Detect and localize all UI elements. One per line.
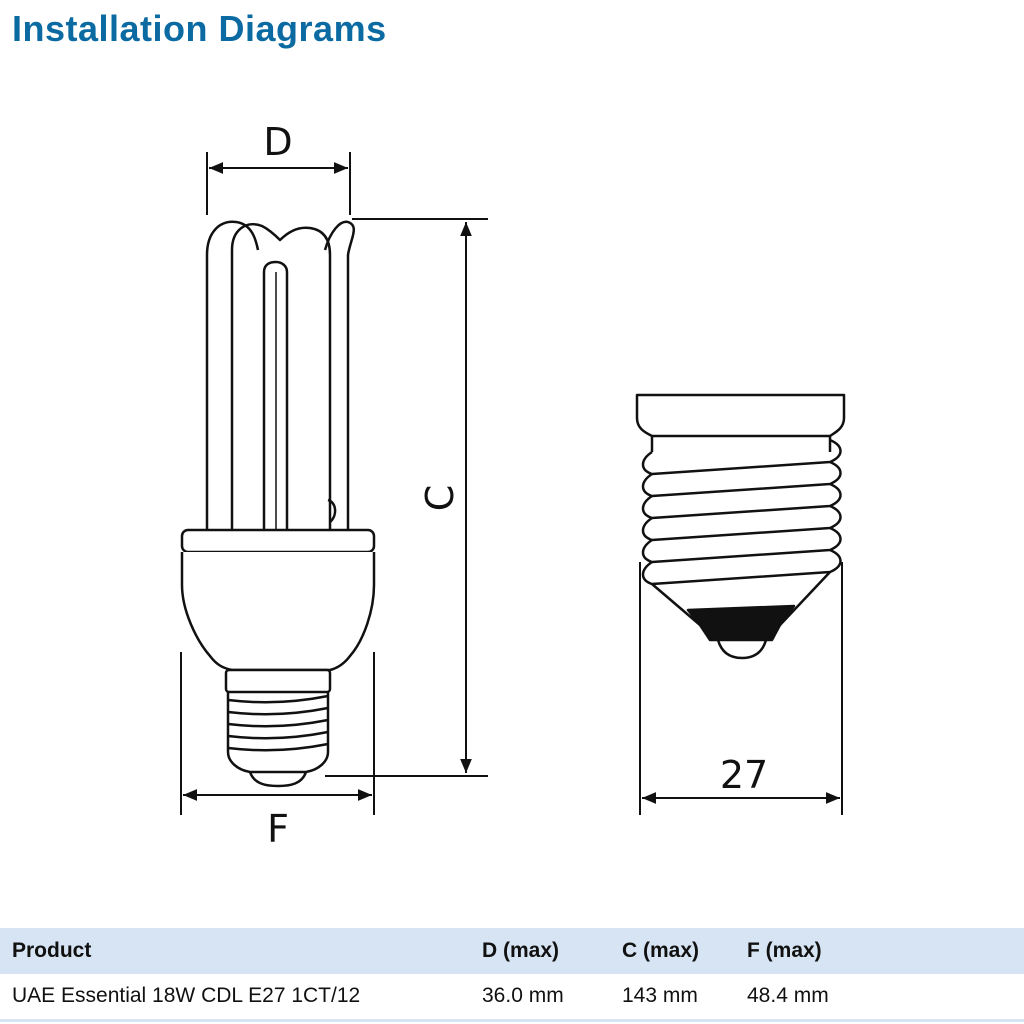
dimension-f bbox=[180, 652, 375, 815]
installation-diagram: D C F 27 bbox=[180, 120, 846, 851]
dimension-c-label: C bbox=[418, 485, 462, 512]
header-d-max: D (max) bbox=[470, 928, 610, 974]
header-product: Product bbox=[0, 928, 470, 974]
dimension-d-label: D bbox=[263, 120, 292, 164]
dimension-27 bbox=[639, 562, 843, 815]
dimension-c bbox=[325, 218, 488, 777]
table-row: UAE Essential 18W CDL E27 1CT/12 36.0 mm… bbox=[0, 974, 1024, 1022]
header-f-max: F (max) bbox=[735, 928, 1024, 974]
dimension-d bbox=[206, 152, 351, 215]
cell-product: UAE Essential 18W CDL E27 1CT/12 bbox=[0, 974, 470, 1022]
lamp-drawing bbox=[180, 220, 376, 788]
dimension-27-label: 27 bbox=[720, 753, 768, 797]
header-c-max: C (max) bbox=[610, 928, 735, 974]
cell-f-max: 48.4 mm bbox=[735, 974, 1024, 1022]
dimensions-table: Product D (max) C (max) F (max) UAE Esse… bbox=[0, 928, 1024, 1022]
base-detail-drawing bbox=[635, 393, 846, 660]
cell-c-max: 143 mm bbox=[610, 974, 735, 1022]
table-header-row: Product D (max) C (max) F (max) bbox=[0, 928, 1024, 974]
cell-d-max: 36.0 mm bbox=[470, 974, 610, 1022]
page-title: Installation Diagrams bbox=[12, 8, 387, 49]
dimension-f-label: F bbox=[267, 807, 289, 851]
